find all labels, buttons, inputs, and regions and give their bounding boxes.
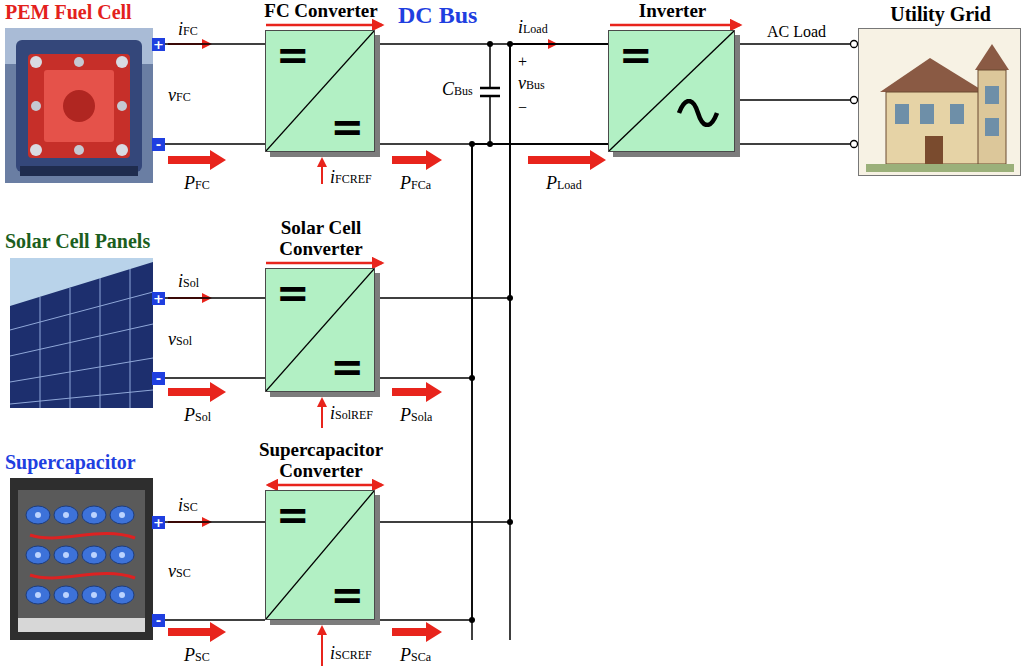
reference-label: iSCREF xyxy=(330,642,372,665)
converter-symbol: = xyxy=(276,495,310,535)
utility-grid-node: Utility Grid xyxy=(858,28,1021,176)
power-label: PSC xyxy=(184,644,210,667)
converter-box: Supercapacitor Converter== xyxy=(265,490,375,620)
node-heading: FC Converter xyxy=(241,1,401,22)
converter-box: FC Converter== xyxy=(265,30,375,152)
terminal-sign: + xyxy=(152,38,165,51)
node-heading: Inverter xyxy=(589,1,756,22)
inverter-box: Inverter= xyxy=(608,30,735,152)
power-label: PSola xyxy=(400,404,432,427)
signal-label: vBus xyxy=(518,72,545,95)
node-heading: Supercapacitor Converter xyxy=(241,440,401,482)
node-heading: Solar Cell Converter xyxy=(251,218,391,260)
supercapacitor-photo xyxy=(10,478,153,640)
converter-symbol: = xyxy=(330,347,364,387)
converter-symbol: = xyxy=(330,107,364,147)
power-label: PFC xyxy=(184,172,210,195)
terminal-sign: - xyxy=(152,372,165,385)
signal-label: vSol xyxy=(168,328,192,351)
terminal-sign: - xyxy=(152,138,165,151)
node-heading: PEM Fuel Cell xyxy=(5,1,175,23)
fuel-cell-node: PEM Fuel Cell xyxy=(5,28,153,183)
fuel-cell-photo xyxy=(5,28,153,183)
wire-connector xyxy=(165,522,265,620)
signal-label: vSC xyxy=(168,560,191,583)
wire-connector xyxy=(165,44,265,144)
converter-box: Solar Cell Converter== xyxy=(265,268,375,392)
converter-symbol: = xyxy=(276,35,310,75)
power-label: PSol xyxy=(184,404,211,427)
signal-label: iSC xyxy=(178,494,198,517)
bus-label: DC Bus xyxy=(398,2,477,28)
terminal-sign: + xyxy=(152,292,165,305)
wire-connector xyxy=(375,44,608,378)
supercapacitor-node: Supercapacitor xyxy=(10,478,153,640)
wire-connector xyxy=(735,41,858,148)
node-heading: Solar Cell Panels xyxy=(5,230,205,252)
dc-bus xyxy=(472,44,510,640)
signal-label: iFC xyxy=(178,18,198,41)
polarity-sign: − xyxy=(518,98,527,117)
solar-panel-node: Solar Cell Panels xyxy=(10,258,153,408)
house-illustration xyxy=(858,28,1021,176)
wire-connector xyxy=(375,44,608,144)
power-label: PFCa xyxy=(400,172,431,195)
wire-connector xyxy=(165,298,265,378)
power-label: PLoad xyxy=(546,172,582,195)
converter-symbol: = xyxy=(619,35,653,75)
converter-symbol: = xyxy=(330,575,364,615)
solar-panel-photo xyxy=(10,258,153,408)
signal-label: iSol xyxy=(178,270,199,293)
junction-dots xyxy=(469,41,513,623)
power-flow-arrows xyxy=(168,150,606,642)
node-heading: Utility Grid xyxy=(859,3,1022,25)
terminal-sign: + xyxy=(152,516,165,529)
node-heading: Supercapacitor xyxy=(5,451,205,473)
terminal-sign: - xyxy=(152,614,165,627)
signal-label: vFC xyxy=(168,84,191,107)
edge-label: AC Load xyxy=(765,22,828,41)
converter-symbol: = xyxy=(276,273,310,313)
polarity-sign: + xyxy=(518,52,527,71)
power-label: PSCa xyxy=(400,644,431,667)
signal-label: iLoad xyxy=(518,16,548,39)
sine-symbol xyxy=(676,99,720,127)
reference-label: iSolREF xyxy=(330,402,373,425)
component-label: CBus xyxy=(442,78,473,101)
reference-label: iFCREF xyxy=(330,166,372,189)
current-arrows xyxy=(168,25,740,666)
wire-connector xyxy=(375,44,608,620)
